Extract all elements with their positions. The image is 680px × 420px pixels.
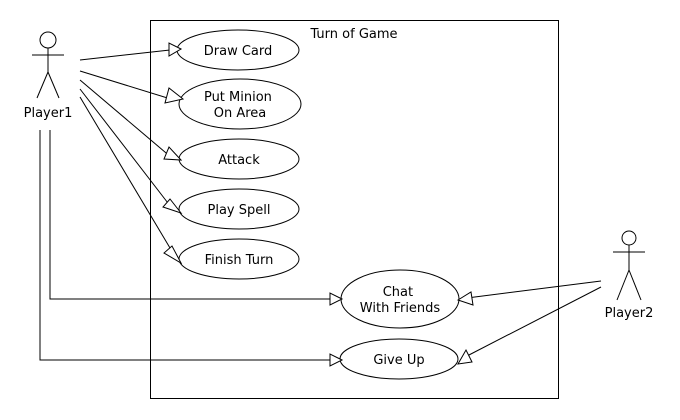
stick-figure-icon: [32, 31, 64, 99]
system-boundary-title: Turn of Game: [309, 27, 397, 42]
stick-figure-icon: [613, 230, 645, 301]
arrowhead-draw-card: [168, 42, 183, 57]
use-case-play-spell: Play Spell: [178, 188, 300, 230]
actor-player2: Player2: [605, 230, 654, 321]
use-case-label: Finish Turn: [205, 253, 274, 268]
use-case-ellipse: [178, 78, 302, 130]
use-case-give-up: Give Up: [339, 338, 459, 380]
system-boundary: [150, 20, 559, 399]
use-case-label: Play Spell: [208, 203, 271, 218]
arrowhead-play-spell: [162, 198, 183, 215]
arrowhead-give-up-player1: [329, 353, 344, 367]
use-case-label: Draw Card: [204, 44, 273, 59]
arrowhead-give-up-player2: [457, 348, 473, 365]
use-case-chat-with-friends: Chat With Friends: [340, 269, 460, 329]
association-player1-finish-turn: [79, 96, 174, 254]
use-case-label: Attack: [218, 153, 260, 168]
use-case-draw-card: Draw Card: [176, 29, 300, 71]
association-player1-draw-card: [79, 49, 171, 61]
arrowhead-chat-player2: [456, 291, 474, 306]
arrowhead-attack: [163, 146, 183, 161]
use-case-attack: Attack: [178, 138, 300, 180]
association-player1-play-spell: [79, 88, 172, 208]
actor-player1-label: Player1: [24, 106, 73, 121]
arrowheads: [162, 42, 474, 367]
association-player1-put-minion: [79, 70, 175, 101]
arrowhead-chat-player1: [329, 292, 344, 306]
association-player1-attack: [79, 79, 173, 159]
associations: [39, 49, 602, 361]
use-case-put-minion: Put Minion On Area: [178, 78, 302, 130]
association-player2-give-up: [466, 286, 602, 357]
actor-player1: Player1: [24, 31, 73, 121]
association-player1-give-up: [39, 130, 332, 361]
association-player1-chat: [49, 130, 333, 300]
association-player2-chat: [466, 280, 602, 299]
arrowhead-put-minion: [164, 87, 185, 104]
use-case-finish-turn: Finish Turn: [178, 238, 300, 280]
use-case-label: Chat With Friends: [360, 285, 441, 316]
arrowhead-finish-turn: [163, 245, 183, 265]
use-case-label: Give Up: [373, 353, 424, 368]
use-case-ellipse: [178, 188, 300, 230]
actor-player2-label: Player2: [605, 306, 654, 321]
use-case-label: Put Minion On Area: [204, 90, 276, 121]
